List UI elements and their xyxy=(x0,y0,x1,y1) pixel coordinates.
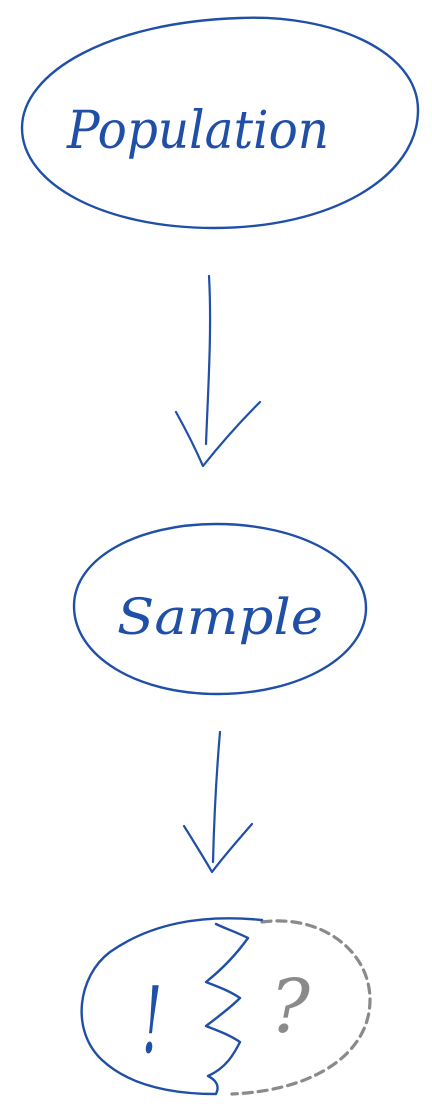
population-node: Population xyxy=(20,16,420,230)
population-ellipse xyxy=(20,16,420,230)
unknown-half-outline xyxy=(230,919,372,1096)
known-half-outline xyxy=(80,917,264,1096)
arrow-shaft xyxy=(211,730,222,864)
population-label: Population xyxy=(66,101,329,161)
sample-node: Sample xyxy=(72,522,368,696)
arrow-head xyxy=(174,400,262,468)
sample-ellipse xyxy=(72,522,368,696)
arrow-shaft xyxy=(204,274,212,446)
known-symbol: ! xyxy=(142,967,162,1074)
result-node: ! ? xyxy=(80,917,372,1096)
sample-label: Sample xyxy=(117,588,323,646)
unknown-symbol: ? xyxy=(270,964,311,1050)
arrow-head xyxy=(182,822,254,874)
down-arrow-icon xyxy=(182,730,254,874)
down-arrow-icon xyxy=(174,274,262,468)
